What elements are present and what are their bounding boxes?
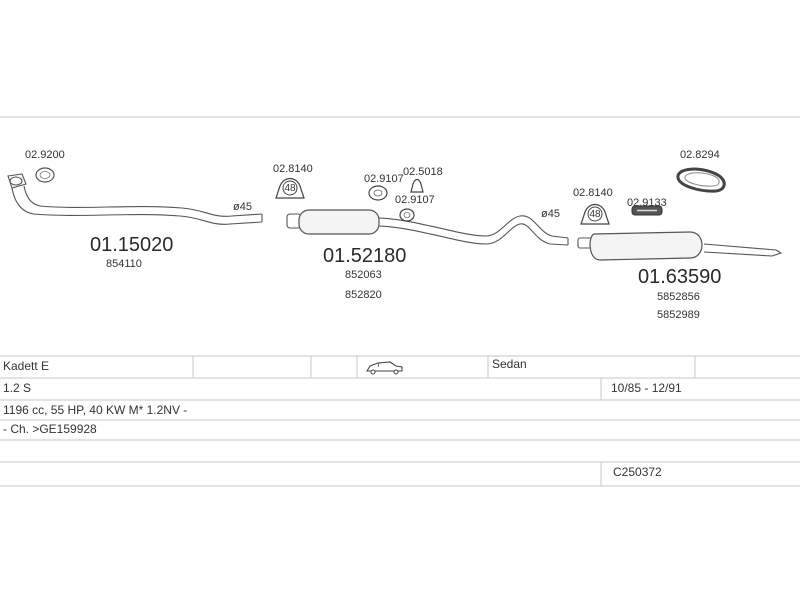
clamp-small-icon (410, 178, 424, 193)
engine: 1.2 S (3, 381, 31, 395)
middle-silencer-number: 01.52180 (323, 245, 406, 267)
vehicle-code: C250372 (613, 465, 662, 479)
rubber-ring-number: 02.8294 (680, 149, 720, 161)
years: 10/85 - 12/91 (611, 381, 682, 395)
middle-silencer-oe-1: 852063 (345, 269, 382, 281)
hanger-icon-3 (631, 205, 663, 216)
vehicle-info-table (0, 355, 800, 487)
front-pipe-number: 01.15020 (90, 234, 173, 256)
rear-silencer-oe-2: 5852989 (657, 309, 700, 321)
gasket-icon (35, 167, 55, 183)
body-type: Sedan (492, 357, 527, 371)
rear-silencer-oe-1: 5852856 (657, 291, 700, 303)
clamp-icon-2: 48 (580, 203, 610, 225)
clamp-number-1: 02.8140 (273, 163, 313, 175)
clamp-size-2: 48 (589, 209, 601, 220)
clamp-number-3: 02.8140 (573, 187, 613, 199)
middle-silencer (286, 209, 569, 246)
clamp-number-2: 02.5018 (403, 166, 443, 178)
rubber-ring-icon (676, 167, 726, 193)
middle-silencer-oe-2: 852820 (345, 289, 382, 301)
diameter-label-1: ø45 (233, 201, 252, 213)
hanger-icon-2 (399, 208, 415, 222)
car-sedan-icon (366, 361, 403, 375)
hanger-number-3: 02.9133 (627, 197, 667, 209)
vehicle-model: Kadett E (3, 359, 49, 373)
front-pipe-oe-1: 854110 (106, 258, 142, 270)
front-pipe (7, 173, 263, 225)
hanger-icon-1 (368, 185, 388, 201)
clamp-icon-1: 48 (275, 177, 305, 199)
hanger-number-1: 02.9107 (364, 173, 404, 185)
rear-silencer-number: 01.63590 (638, 266, 721, 288)
diameter-label-2: ø45 (541, 208, 560, 220)
rear-silencer (577, 231, 783, 261)
clamp-size-1: 48 (284, 183, 296, 194)
chassis: - Ch. >GE159928 (3, 422, 97, 436)
hanger-number-2: 02.9107 (395, 194, 435, 206)
gasket-number: 02.9200 (25, 149, 65, 161)
engine-spec: 1196 cc, 55 HP, 40 KW M* 1.2NV - (3, 403, 187, 417)
